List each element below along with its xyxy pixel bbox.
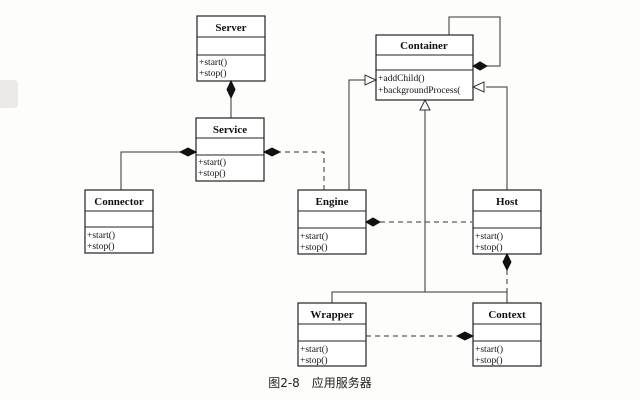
class-connector: Connector +start() +stop() — [84, 189, 154, 254]
container-self-link — [448, 16, 501, 67]
class-host-op-1: +start() — [475, 231, 503, 242]
class-host: Host +start() +stop() — [472, 189, 542, 255]
class-engine: Engine +start() +stop() — [297, 189, 367, 255]
class-wrapper-op-2: +stop() — [300, 355, 328, 366]
class-container-title: Container — [400, 40, 448, 52]
class-wrapper-title: Wrapper — [310, 309, 353, 321]
composition-diamond-context — [455, 331, 475, 341]
class-server-title: Server — [215, 22, 246, 34]
connectors — [120, 16, 508, 337]
generalization-arrow-left — [364, 74, 378, 86]
composition-diamond-host — [502, 252, 512, 272]
class-server-op-1: +start() — [199, 57, 227, 68]
class-server: Server +start() +stop() — [196, 15, 266, 82]
class-connector-op-2: +stop() — [87, 241, 115, 252]
engine-container-link — [348, 79, 365, 190]
class-server-op-2: +stop() — [199, 68, 227, 79]
class-container-op-1: +addChild() — [378, 73, 425, 84]
class-context: Context +start() +stop() — [472, 302, 542, 367]
figure-caption: 图2-8 应用服务器 — [268, 376, 372, 390]
composition-diamond-server — [226, 79, 236, 100]
class-wrapper-op-1: +start() — [300, 344, 328, 355]
class-connector-title: Connector — [94, 196, 144, 208]
wrapper-context-branch — [331, 291, 508, 303]
class-engine-op-1: +start() — [300, 231, 328, 242]
class-context-op-1: +start() — [475, 344, 503, 355]
class-service-op-1: +start() — [198, 157, 226, 168]
service-engine-link — [276, 151, 325, 190]
composition-diamond-container — [471, 61, 489, 71]
class-service-title: Service — [213, 124, 247, 136]
composition-diamond-service-left — [178, 147, 198, 157]
host-container-link — [486, 86, 508, 190]
composition-diamond-service-right — [262, 147, 282, 157]
generalization-arrow-bottom — [419, 98, 431, 111]
service-connector-link — [120, 151, 180, 190]
page-edge-tab — [0, 80, 18, 108]
class-service-op-2: +stop() — [198, 168, 226, 179]
class-container: Container +addChild() +backgroundProcess… — [375, 34, 474, 101]
class-host-op-2: +stop() — [475, 242, 503, 253]
class-engine-title: Engine — [315, 196, 348, 208]
class-container-op-2: +backgroundProcess( — [378, 85, 460, 96]
class-context-op-2: +stop() — [475, 355, 503, 366]
class-service: Service +start() +stop() — [195, 117, 265, 182]
generalization-arrow-right — [471, 81, 485, 93]
composition-diamond-engine — [364, 217, 382, 227]
class-wrapper: Wrapper +start() +stop() — [297, 302, 367, 367]
class-connector-op-1: +start() — [87, 230, 115, 241]
class-engine-op-2: +stop() — [300, 242, 328, 253]
class-context-title: Context — [488, 309, 526, 321]
class-host-title: Host — [496, 196, 518, 208]
